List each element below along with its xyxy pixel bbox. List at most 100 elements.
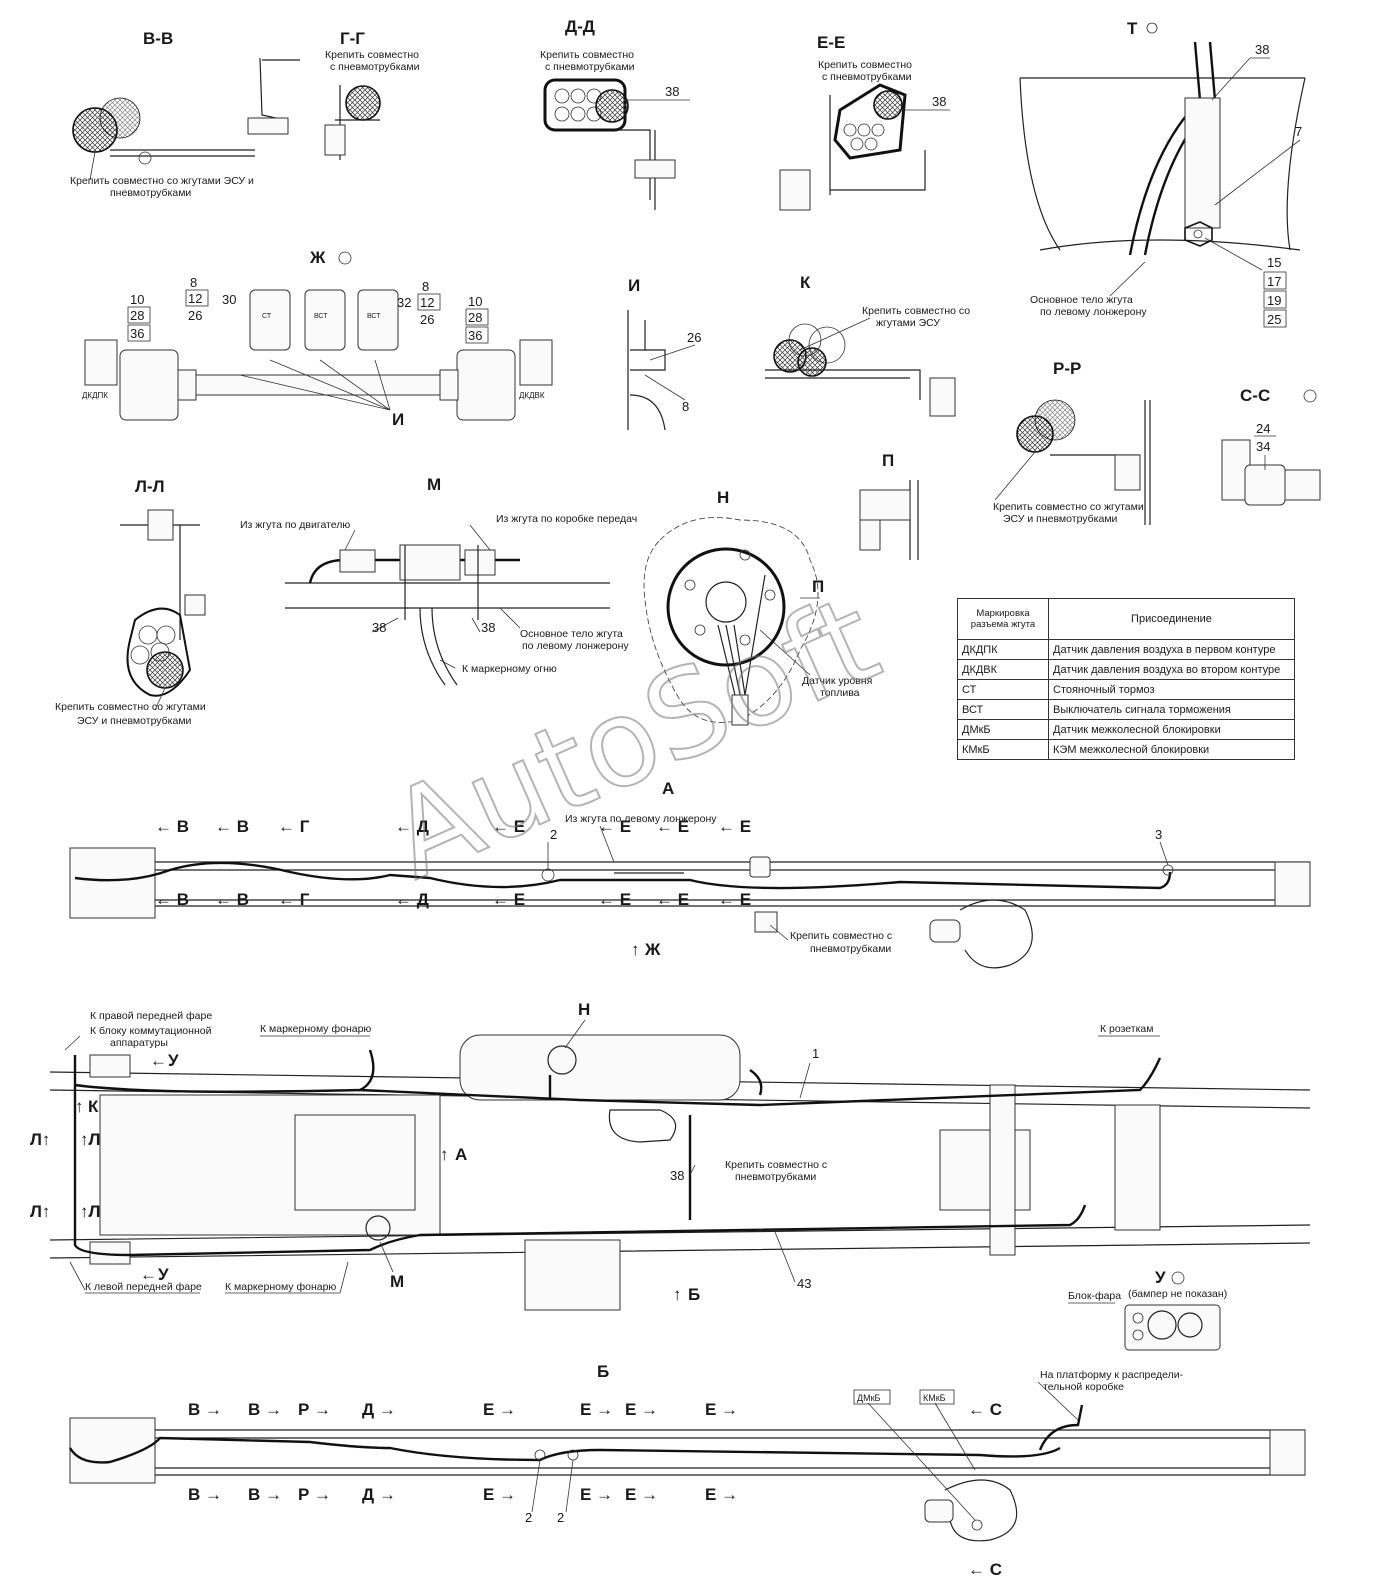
connector-legend-table: Маркировка разъема жгута Присоединение Д… (957, 598, 1295, 760)
b-tag-dmkb: ДМкБ (857, 1393, 881, 1403)
zh-ref-i: И (392, 410, 404, 429)
b-note-platform-2: тельной коробке (1043, 1381, 1124, 1393)
top-callout-43: 43 (797, 1276, 811, 1291)
k-note-line1: Крепить совместно со (862, 305, 970, 317)
section-p-title: П (882, 451, 894, 470)
top-ref-l-4-text: ↑Л (80, 1202, 100, 1221)
n-ref-p: П (812, 577, 824, 596)
legend-connection: Датчик давления воздуха в первом контуре (1048, 639, 1295, 660)
zh-callout-26-right: 26 (420, 312, 434, 327)
t-callout-15: 15 (1267, 255, 1281, 270)
top-ref-l-1-text: Л↑ (30, 1130, 50, 1149)
section-cut-marker: ← Е (598, 817, 631, 836)
section-cut-marker: В → (248, 1485, 282, 1504)
top-note-sockets: К розеткам (1100, 1023, 1153, 1035)
tag-vst2-zh: ВСТ (367, 313, 381, 320)
legend-mark: СТ (957, 679, 1049, 700)
section-cut-marker: Д → (362, 1485, 396, 1504)
a-ref-zh: Ж (644, 940, 661, 959)
section-zh-title: Ж (309, 248, 326, 267)
t-callout-7: 7 (1295, 124, 1302, 139)
section-vv-detail: В-В Крепить совместно со жгутами ЭСУ и п… (70, 29, 300, 199)
ee-note-line1: Крепить совместно (818, 59, 912, 71)
m-note-marker: К маркерному огню (462, 663, 557, 675)
dd-note-line2: с пневмотрубками (545, 61, 635, 73)
top-ref-u-2: У (158, 1265, 169, 1284)
ll-note-line1: Крепить совместно со жгутами (55, 701, 206, 713)
section-cut-marker: ← Е (718, 817, 751, 836)
t-callout-38: 38 (1255, 42, 1269, 57)
top-ref-l-2-text: ↑Л (80, 1130, 100, 1149)
zh-callout-10-left: 10 (130, 292, 144, 307)
zh-callout-28-right: 28 (468, 310, 482, 325)
legend-header-connection: Присоединение (1048, 598, 1295, 640)
section-dd-title: Д-Д (565, 17, 595, 36)
m-callout-38-right: 38 (481, 620, 495, 635)
vv-note-line2: пневмотрубками (110, 187, 191, 199)
section-cut-marker: Р → (298, 1400, 331, 1419)
a-callout-2: 2 (550, 827, 557, 842)
a-note-pneumo-1: Крепить совместно с (790, 930, 892, 942)
legend-mark: КМкБ (957, 739, 1049, 760)
zh-callout-30: 30 (222, 292, 236, 307)
section-i-title: И (628, 276, 640, 295)
section-u-detail: У Блок-фара (бампер не показан) (1068, 1268, 1227, 1351)
top-note-marker-1: К маркерному фонарю (260, 1023, 371, 1035)
top-ref-b-arrow: ↑ (673, 1285, 682, 1304)
m-note-body-2: по левому лонжерону (522, 640, 629, 652)
top-ref-k: К (88, 1097, 99, 1116)
zh-callout-10-right: 10 (468, 294, 482, 309)
gg-note-line1: Крепить совместно (325, 49, 419, 61)
u-note-bumper: (бампер не показан) (1128, 1288, 1227, 1300)
section-cut-marker: ← В (155, 817, 189, 836)
ll-note-line2: ЭСУ и пневмотрубками (77, 715, 192, 727)
section-cut-marker: Р → (298, 1485, 331, 1504)
section-cut-marker: ← Е (656, 890, 689, 909)
a-callout-3: 3 (1155, 827, 1162, 842)
section-cc-detail: С-С 24 34 (1221, 386, 1321, 506)
section-cc-title: С-С (1240, 386, 1270, 405)
section-cut-marker: ← С (968, 1560, 1002, 1579)
legend-connection: Датчик межколесной блокировки (1048, 719, 1295, 740)
view-b-right-frame: Б ДМкБ КМкБ На платформу к распредели- т… (68, 1362, 1306, 1542)
zh-callout-36-left: 36 (130, 326, 144, 341)
section-cut-marker: Е → (705, 1485, 738, 1504)
section-cut-marker: ← В (155, 890, 189, 909)
zh-callout-36-right: 36 (468, 328, 482, 343)
section-cut-marker: ← Д (395, 817, 429, 836)
b-callout-2-left: 2 (525, 1510, 532, 1525)
legend-mark: ДКДПК (957, 639, 1049, 660)
section-cut-marker: Д → (362, 1400, 396, 1419)
i-callout-26: 26 (687, 330, 701, 345)
section-cut-marker: Е → (483, 1485, 516, 1504)
a-ref-zh-arrow: ↑ (631, 940, 640, 959)
a-note-pneumo-2: пневмотрубками (810, 943, 891, 955)
top-note-pneumo-2: пневмотрубками (735, 1171, 816, 1183)
section-cut-marker: Е → (580, 1485, 613, 1504)
top-ref-u-1: У (168, 1051, 179, 1070)
top-ref-u-2-arrow: ← (140, 1265, 157, 1284)
top-ref-u-1-arrow: ← (150, 1051, 167, 1070)
watermark-text: AutoSoft (370, 570, 897, 907)
top-note-switch-2: аппаратуры (110, 1037, 168, 1049)
section-cut-marker: Е → (625, 1400, 658, 1419)
section-cut-marker: ← Д (395, 890, 429, 909)
view-b-section-marks: В →В →Р →Д →Е →Е →Е →Е →В →В →Р →Д →Е →Е… (188, 1400, 1002, 1579)
n-note-sensor-1: Датчик уровня (802, 675, 872, 687)
legend-mark: ДМкБ (957, 719, 1049, 740)
section-u-title: У (1155, 1268, 1166, 1287)
autosoft-watermark: AutoSoft (369, 569, 898, 908)
section-ll-detail: Л-Л Крепить совместно со жгутами ЭСУ и п… (55, 477, 206, 727)
section-n-title: Н (717, 488, 729, 507)
legend-mark: ДКДВК (957, 659, 1049, 680)
section-gg-detail: Г-Г Крепить совместно с пневмотрубками (324, 29, 420, 160)
zh-callout-26-left: 26 (188, 308, 202, 323)
top-note-right-headlight: К правой передней фаре (90, 1010, 212, 1022)
zh-callout-12-right: 12 (420, 295, 434, 310)
gg-note-line2: с пневмотрубками (330, 61, 420, 73)
top-ref-a-arrow: ↑ (440, 1145, 449, 1164)
